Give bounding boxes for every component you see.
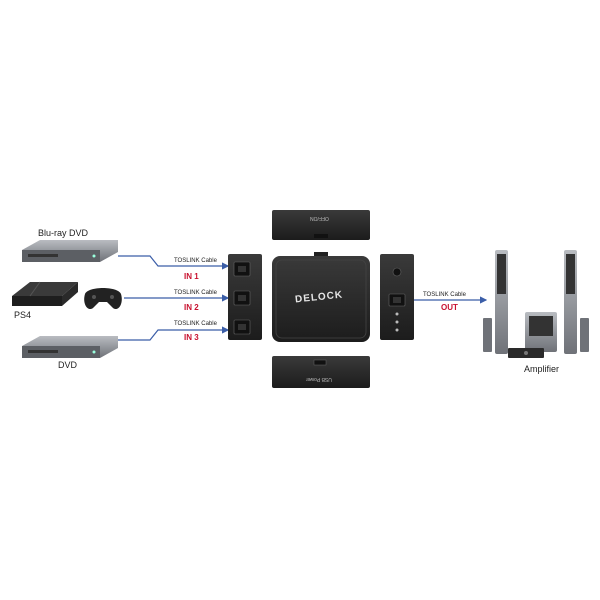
ps4-console-icon [12, 281, 78, 306]
port-in2-label: IN 2 [184, 303, 199, 312]
bluray-label: Blu-ray DVD [38, 228, 89, 238]
cable-in2-label: TOSLINK Cable [174, 290, 217, 296]
cable-in3 [118, 326, 230, 341]
port-out-label: OUT [441, 303, 458, 312]
dvd-label: DVD [58, 360, 78, 370]
port-in1-label: IN 1 [184, 272, 199, 281]
cable-in1 [118, 255, 230, 270]
ps4-label: PS4 [14, 310, 32, 320]
cable-in1-label: TOSLINK Cable [174, 258, 217, 264]
switch-output-panel [380, 254, 414, 340]
switch-top-panel [272, 210, 370, 240]
switch-input-panel [228, 254, 262, 340]
cable-in3-label: TOSLINK Cable [174, 321, 217, 327]
switch-bottom-panel [272, 356, 370, 388]
power-switch-label: OFF/ON [310, 215, 329, 221]
port-in3-label: IN 3 [184, 333, 199, 342]
usb-power-label: USB Power [306, 376, 332, 382]
amplifier-speakers-icon [483, 250, 589, 358]
cable-out-label: TOSLINK Cable [423, 292, 466, 298]
bluray-player-icon [22, 240, 118, 262]
dvd-player-icon [22, 336, 118, 358]
amplifier-label: Amplifier [524, 364, 560, 374]
switch-main-box [272, 252, 370, 342]
controller-icon [84, 288, 122, 310]
